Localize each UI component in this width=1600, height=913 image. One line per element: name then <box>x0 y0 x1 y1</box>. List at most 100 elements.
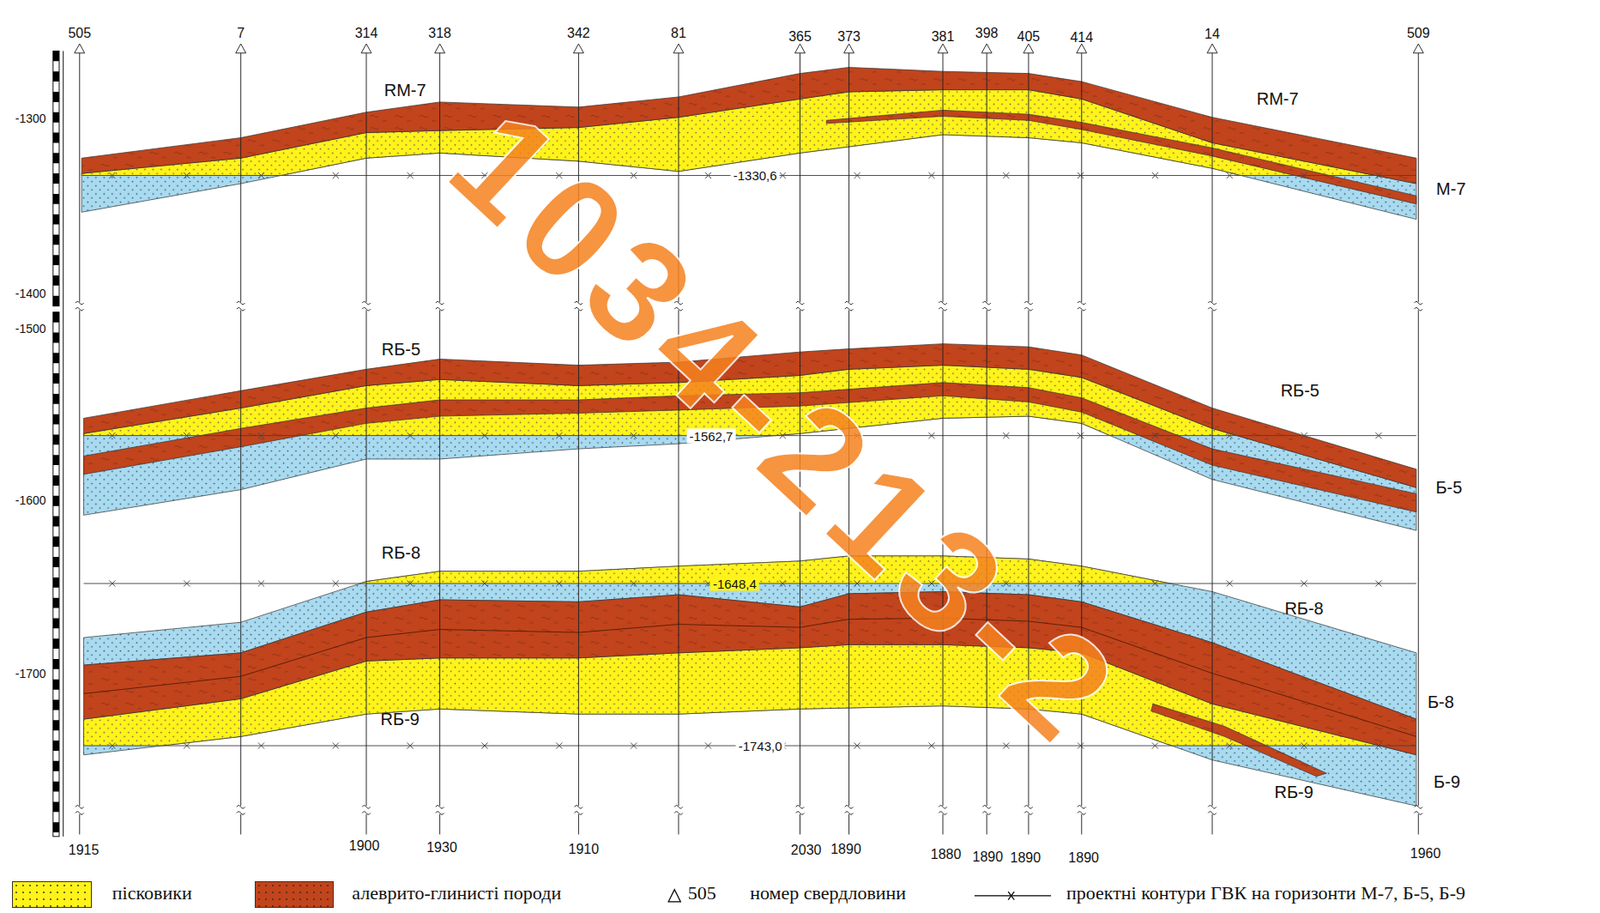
stroke <box>942 53 944 302</box>
stroke <box>630 742 637 749</box>
horizon-label: RБ-8 <box>381 543 421 562</box>
stroke <box>928 172 935 179</box>
stroke <box>1375 742 1382 749</box>
break-mark <box>362 805 371 816</box>
stroke <box>108 172 115 179</box>
stroke <box>78 814 80 835</box>
stroke <box>407 432 414 439</box>
well-number: 1900 <box>349 839 381 853</box>
gwc-value: -1648,4 <box>710 576 760 592</box>
break-mark <box>435 301 445 311</box>
stroke <box>630 432 637 439</box>
well-number: 414 <box>1069 30 1093 45</box>
stroke <box>108 432 115 439</box>
stroke <box>1002 742 1009 749</box>
stroke <box>854 742 861 749</box>
stroke <box>578 309 580 806</box>
well-marker <box>1207 43 1218 54</box>
horizon-label: RM-7 <box>1256 90 1299 108</box>
stroke <box>799 814 801 835</box>
stroke <box>332 742 339 749</box>
stroke <box>630 432 637 439</box>
stroke <box>1152 742 1159 749</box>
stroke <box>481 579 488 586</box>
stroke <box>108 172 115 179</box>
stroke <box>848 53 850 302</box>
stroke <box>1077 432 1084 439</box>
stroke <box>332 432 339 439</box>
stroke <box>407 172 414 179</box>
stroke <box>1002 432 1009 439</box>
stroke <box>928 432 935 439</box>
well-marker <box>361 43 372 54</box>
well-number: 2030 <box>790 843 822 858</box>
stroke <box>1301 579 1308 586</box>
stroke <box>555 742 562 749</box>
stroke <box>1002 172 1009 179</box>
horizon-label: M-7 <box>1436 180 1466 198</box>
well-number: 1910 <box>568 842 600 857</box>
legend-text: проектні контури ГВК на горизонти М-7, Б… <box>1066 883 1466 903</box>
stroke <box>258 742 265 749</box>
stroke <box>1212 814 1214 835</box>
stroke <box>1077 579 1084 586</box>
stroke <box>677 814 679 835</box>
stroke <box>854 172 861 179</box>
stroke <box>1077 742 1084 749</box>
stroke <box>630 172 637 179</box>
stroke <box>183 432 190 439</box>
well-number: 1890 <box>1068 851 1099 865</box>
stroke <box>1077 432 1084 439</box>
stroke <box>183 579 190 586</box>
stroke <box>630 579 637 586</box>
stroke <box>332 432 339 439</box>
stroke <box>555 579 562 586</box>
stroke <box>928 172 935 179</box>
stroke <box>258 432 265 439</box>
stroke <box>183 742 190 749</box>
stroke <box>407 172 414 179</box>
stroke <box>1418 814 1419 835</box>
stroke <box>1301 742 1308 749</box>
depth-tick: -1400 <box>15 287 47 300</box>
well-marker <box>573 43 584 54</box>
well-number: 1890 <box>972 850 1004 864</box>
break-mark <box>362 301 371 311</box>
break-mark <box>75 301 85 311</box>
stroke <box>332 579 339 586</box>
stroke <box>365 53 367 302</box>
stroke <box>779 172 786 179</box>
stroke <box>1077 172 1084 179</box>
stroke <box>240 814 242 835</box>
stroke <box>332 579 339 586</box>
well-number: 373 <box>837 30 861 44</box>
well-marker <box>844 43 855 54</box>
gwc-value: -1330,6 <box>730 168 780 183</box>
stroke <box>1152 579 1159 586</box>
stroke <box>1226 579 1233 586</box>
well-number: 1890 <box>1010 851 1042 865</box>
well-marker <box>937 43 948 54</box>
stroke <box>258 579 265 586</box>
well-number: 509 <box>1406 26 1431 41</box>
legend-label: 505 <box>688 883 717 903</box>
stroke <box>555 432 562 439</box>
stroke <box>183 742 190 749</box>
stroke <box>1375 579 1382 586</box>
stroke <box>258 432 265 439</box>
stroke <box>108 742 115 749</box>
stroke <box>1226 172 1233 179</box>
watermark: 1034-213-2 <box>425 85 1147 772</box>
break-mark <box>236 301 246 311</box>
stroke <box>1418 309 1419 806</box>
break-mark <box>938 805 948 816</box>
well-number: 505 <box>67 26 91 41</box>
stroke <box>779 172 786 179</box>
stroke <box>481 742 488 749</box>
stroke <box>1152 172 1159 179</box>
well-number: 1915 <box>68 843 100 858</box>
well-number: 398 <box>975 26 999 41</box>
stroke <box>407 579 414 586</box>
horizon-label: RБ-5 <box>381 340 421 358</box>
depth-tick: -1600 <box>15 494 47 507</box>
